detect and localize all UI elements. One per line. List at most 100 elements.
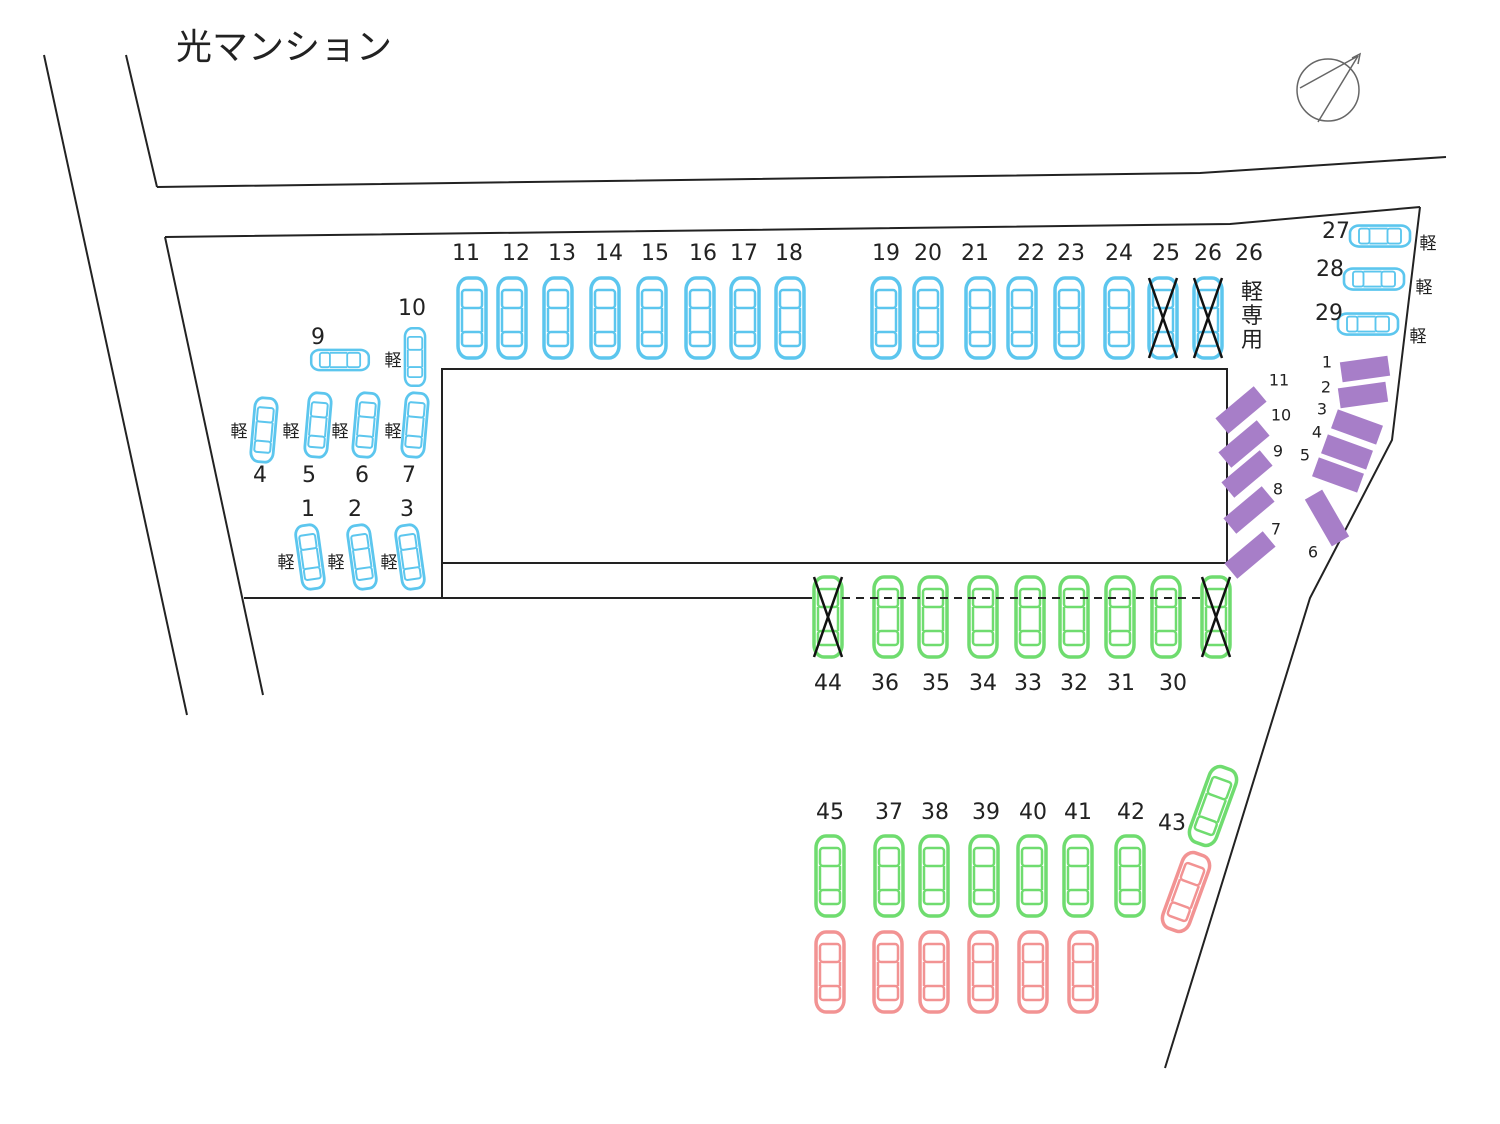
bike-spot-p3[interactable] bbox=[1331, 409, 1383, 445]
parking-spot-g43[interactable] bbox=[1186, 764, 1240, 849]
parking-spot-b5[interactable] bbox=[303, 391, 333, 459]
spot-number: 9 bbox=[311, 325, 325, 350]
parking-spot-b24[interactable] bbox=[1103, 276, 1135, 360]
spot-number: 17 bbox=[730, 241, 758, 266]
spot-number: 20 bbox=[914, 241, 942, 266]
parking-spot-g36[interactable] bbox=[872, 575, 904, 659]
parking-spot-b17[interactable] bbox=[729, 276, 761, 360]
bike-spot-p7[interactable] bbox=[1224, 531, 1276, 579]
parking-spot-r4[interactable] bbox=[967, 930, 999, 1014]
parking-spot-r1[interactable] bbox=[814, 930, 846, 1014]
parking-spot-gx[interactable] bbox=[1200, 575, 1232, 659]
page-title: 光マンション bbox=[176, 27, 393, 68]
parking-spot-b16[interactable] bbox=[684, 276, 716, 360]
spot-number: 7 bbox=[402, 463, 416, 488]
spot-number: 14 bbox=[595, 241, 623, 266]
parking-spot-r5[interactable] bbox=[1017, 930, 1049, 1014]
parking-spot-b26[interactable] bbox=[1192, 276, 1224, 360]
spot-number: 24 bbox=[1105, 241, 1133, 266]
spot-number: 34 bbox=[969, 671, 997, 696]
bike-spot-number: 4 bbox=[1312, 423, 1322, 442]
parking-spot-r7[interactable] bbox=[1159, 850, 1213, 935]
parking-spot-g42[interactable] bbox=[1114, 834, 1146, 918]
spot-number: 44 bbox=[814, 671, 842, 696]
parking-spot-g31[interactable] bbox=[1104, 575, 1136, 659]
parking-spot-r3[interactable] bbox=[918, 930, 950, 1014]
kei-only-label: 用 bbox=[1241, 328, 1263, 353]
parking-spot-g45[interactable] bbox=[814, 834, 846, 918]
parking-spot-b1[interactable] bbox=[294, 523, 326, 591]
bike-spot-p11[interactable] bbox=[1215, 386, 1267, 434]
bike-spot-number: 3 bbox=[1317, 400, 1327, 419]
bike-spot-p9[interactable] bbox=[1221, 450, 1273, 498]
bike-spot-p2[interactable] bbox=[1337, 381, 1389, 409]
parking-spot-b14[interactable] bbox=[589, 276, 621, 360]
parking-spot-g38[interactable] bbox=[918, 834, 950, 918]
parking-spot-g32[interactable] bbox=[1058, 575, 1090, 659]
parking-spot-b23[interactable] bbox=[1053, 276, 1085, 360]
spot-number: 12 bbox=[502, 241, 530, 266]
bike-spot-p5[interactable] bbox=[1312, 457, 1364, 493]
parking-spot-b12[interactable] bbox=[496, 276, 528, 360]
left-road-inner bbox=[125, 54, 158, 188]
bike-spot-p6[interactable] bbox=[1304, 489, 1350, 547]
parking-spot-b2[interactable] bbox=[346, 523, 378, 591]
site-outline bbox=[43, 54, 1447, 1069]
bike-spot-p1[interactable] bbox=[1339, 355, 1391, 383]
parking-spot-g44[interactable] bbox=[812, 575, 844, 659]
bike-spot-p4[interactable] bbox=[1321, 434, 1373, 470]
kei-label: 軽 bbox=[1416, 278, 1433, 298]
parking-spot-r2[interactable] bbox=[872, 930, 904, 1014]
parking-spot-b7[interactable] bbox=[400, 391, 430, 459]
parking-spot-b28[interactable] bbox=[1342, 267, 1406, 291]
parking-spot-b22[interactable] bbox=[1006, 276, 1038, 360]
parking-spot-g35[interactable] bbox=[917, 575, 949, 659]
parking-spot-b11[interactable] bbox=[456, 276, 488, 360]
spot-number: 16 bbox=[689, 241, 717, 266]
parking-spot-g33[interactable] bbox=[1014, 575, 1046, 659]
kei-only-label: 専 bbox=[1241, 304, 1263, 329]
parking-spot-g41[interactable] bbox=[1062, 834, 1094, 918]
kei-label: 軽 bbox=[1420, 234, 1437, 254]
spot-number: 23 bbox=[1057, 241, 1085, 266]
bike-spot-number: 2 bbox=[1321, 378, 1331, 397]
parking-spot-b19[interactable] bbox=[870, 276, 902, 360]
kei-label: 軽 bbox=[381, 553, 398, 573]
bike-spot-number: 5 bbox=[1300, 446, 1310, 465]
parking-spot-b21[interactable] bbox=[964, 276, 996, 360]
spot-number: 40 bbox=[1019, 800, 1047, 825]
bike-spot-p8[interactable] bbox=[1223, 486, 1275, 534]
spot-number: 26 bbox=[1235, 241, 1263, 266]
lot-top-boundary bbox=[164, 206, 1421, 238]
parking-spot-g40[interactable] bbox=[1016, 834, 1048, 918]
parking-spot-b29[interactable] bbox=[1336, 312, 1400, 336]
parking-spot-g30[interactable] bbox=[1150, 575, 1182, 659]
parking-spot-b6[interactable] bbox=[351, 391, 381, 459]
parking-spot-g39[interactable] bbox=[968, 834, 1000, 918]
parking-spot-r6[interactable] bbox=[1067, 930, 1099, 1014]
spot-number: 41 bbox=[1064, 800, 1092, 825]
parking-spot-b13[interactable] bbox=[542, 276, 574, 360]
parking-spot-b18[interactable] bbox=[774, 276, 806, 360]
spot-number: 43 bbox=[1158, 811, 1186, 836]
bike-spot-p10[interactable] bbox=[1218, 420, 1270, 468]
parking-spot-g37[interactable] bbox=[873, 834, 905, 918]
parking-spot-b4[interactable] bbox=[249, 396, 279, 464]
bike-spot-number: 1 bbox=[1322, 353, 1332, 372]
bike-spot-number: 9 bbox=[1273, 442, 1283, 461]
bike-spot-number: 8 bbox=[1273, 480, 1283, 499]
parking-spot-b27[interactable] bbox=[1348, 224, 1412, 248]
parking-spot-b15[interactable] bbox=[636, 276, 668, 360]
parking-spot-g34[interactable] bbox=[967, 575, 999, 659]
spot-number: 31 bbox=[1107, 671, 1135, 696]
spot-number: 2 bbox=[348, 497, 362, 522]
spot-number: 35 bbox=[922, 671, 950, 696]
parking-spot-b3[interactable] bbox=[394, 523, 426, 591]
parking-spot-b10[interactable] bbox=[403, 326, 427, 388]
building bbox=[441, 368, 1228, 564]
parking-spot-b25[interactable] bbox=[1147, 276, 1179, 360]
spot-number: 5 bbox=[302, 463, 316, 488]
parking-spot-b9[interactable] bbox=[309, 348, 371, 372]
parking-spot-b20[interactable] bbox=[912, 276, 944, 360]
kei-label: 軽 bbox=[1410, 327, 1427, 347]
